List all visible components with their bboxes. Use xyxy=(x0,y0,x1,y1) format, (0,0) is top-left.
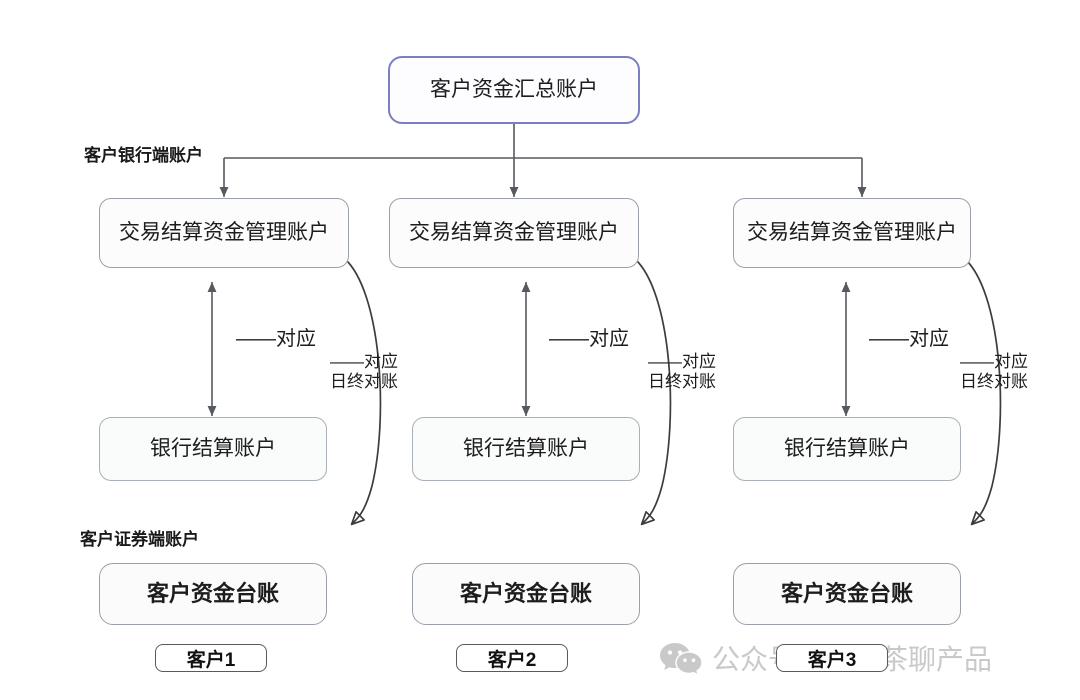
edge-label-curve-col-2-line2: 日终对账 xyxy=(648,371,716,391)
edge-label-link-col-2: ——对应 xyxy=(549,328,629,350)
edge-curve-col3 xyxy=(967,261,1002,526)
edge-label-curve-col-1-line1: ——对应 xyxy=(330,352,398,371)
node-settlement-account-col-1[interactable]: 交易结算资金管理账户 xyxy=(99,198,349,268)
edge-curve-col1 xyxy=(347,261,382,526)
section-label-securities-side: 客户证券端账户 xyxy=(80,530,199,549)
edge-label-curve-col-3: ——对应 日终对账 xyxy=(960,352,1028,391)
node-root-aggregate-account[interactable]: 客户资金汇总账户 xyxy=(388,56,640,124)
wechat-icon xyxy=(660,641,702,675)
customer-tag-col-3[interactable]: 客户3 xyxy=(776,644,888,672)
edge-curve-col2 xyxy=(637,261,672,526)
node-settlement-account-col-3[interactable]: 交易结算资金管理账户 xyxy=(733,198,971,268)
customer-tag-col-2[interactable]: 客户2 xyxy=(456,644,568,672)
node-bank-settlement-account-col-2[interactable]: 银行结算账户 xyxy=(412,417,640,481)
node-customer-ledger-col-2[interactable]: 客户资金台账 xyxy=(412,563,640,625)
customer-tag-col-1[interactable]: 客户1 xyxy=(155,644,267,672)
node-settlement-account-col-2[interactable]: 交易结算资金管理账户 xyxy=(389,198,639,268)
edge-label-curve-col-2: ——对应 日终对账 xyxy=(648,352,716,391)
edge-label-link-col-1: ——对应 xyxy=(236,328,316,350)
edge-label-curve-col-3-line2: 日终对账 xyxy=(960,371,1028,391)
node-bank-settlement-account-col-3[interactable]: 银行结算账户 xyxy=(733,417,961,481)
edge-label-curve-col-2-line1: ——对应 xyxy=(648,352,716,371)
edge-label-curve-col-1-line2: 日终对账 xyxy=(330,371,398,391)
edge-label-curve-col-3-line1: ——对应 xyxy=(960,352,1028,371)
node-customer-ledger-col-1[interactable]: 客户资金台账 xyxy=(99,563,327,625)
edge-label-curve-col-1: ——对应 日终对账 xyxy=(330,352,398,391)
node-bank-settlement-account-col-1[interactable]: 银行结算账户 xyxy=(99,417,327,481)
section-label-bank-side: 客户银行端账户 xyxy=(84,146,203,165)
node-customer-ledger-col-3[interactable]: 客户资金台账 xyxy=(733,563,961,625)
edge-label-link-col-3: ——对应 xyxy=(869,328,949,350)
